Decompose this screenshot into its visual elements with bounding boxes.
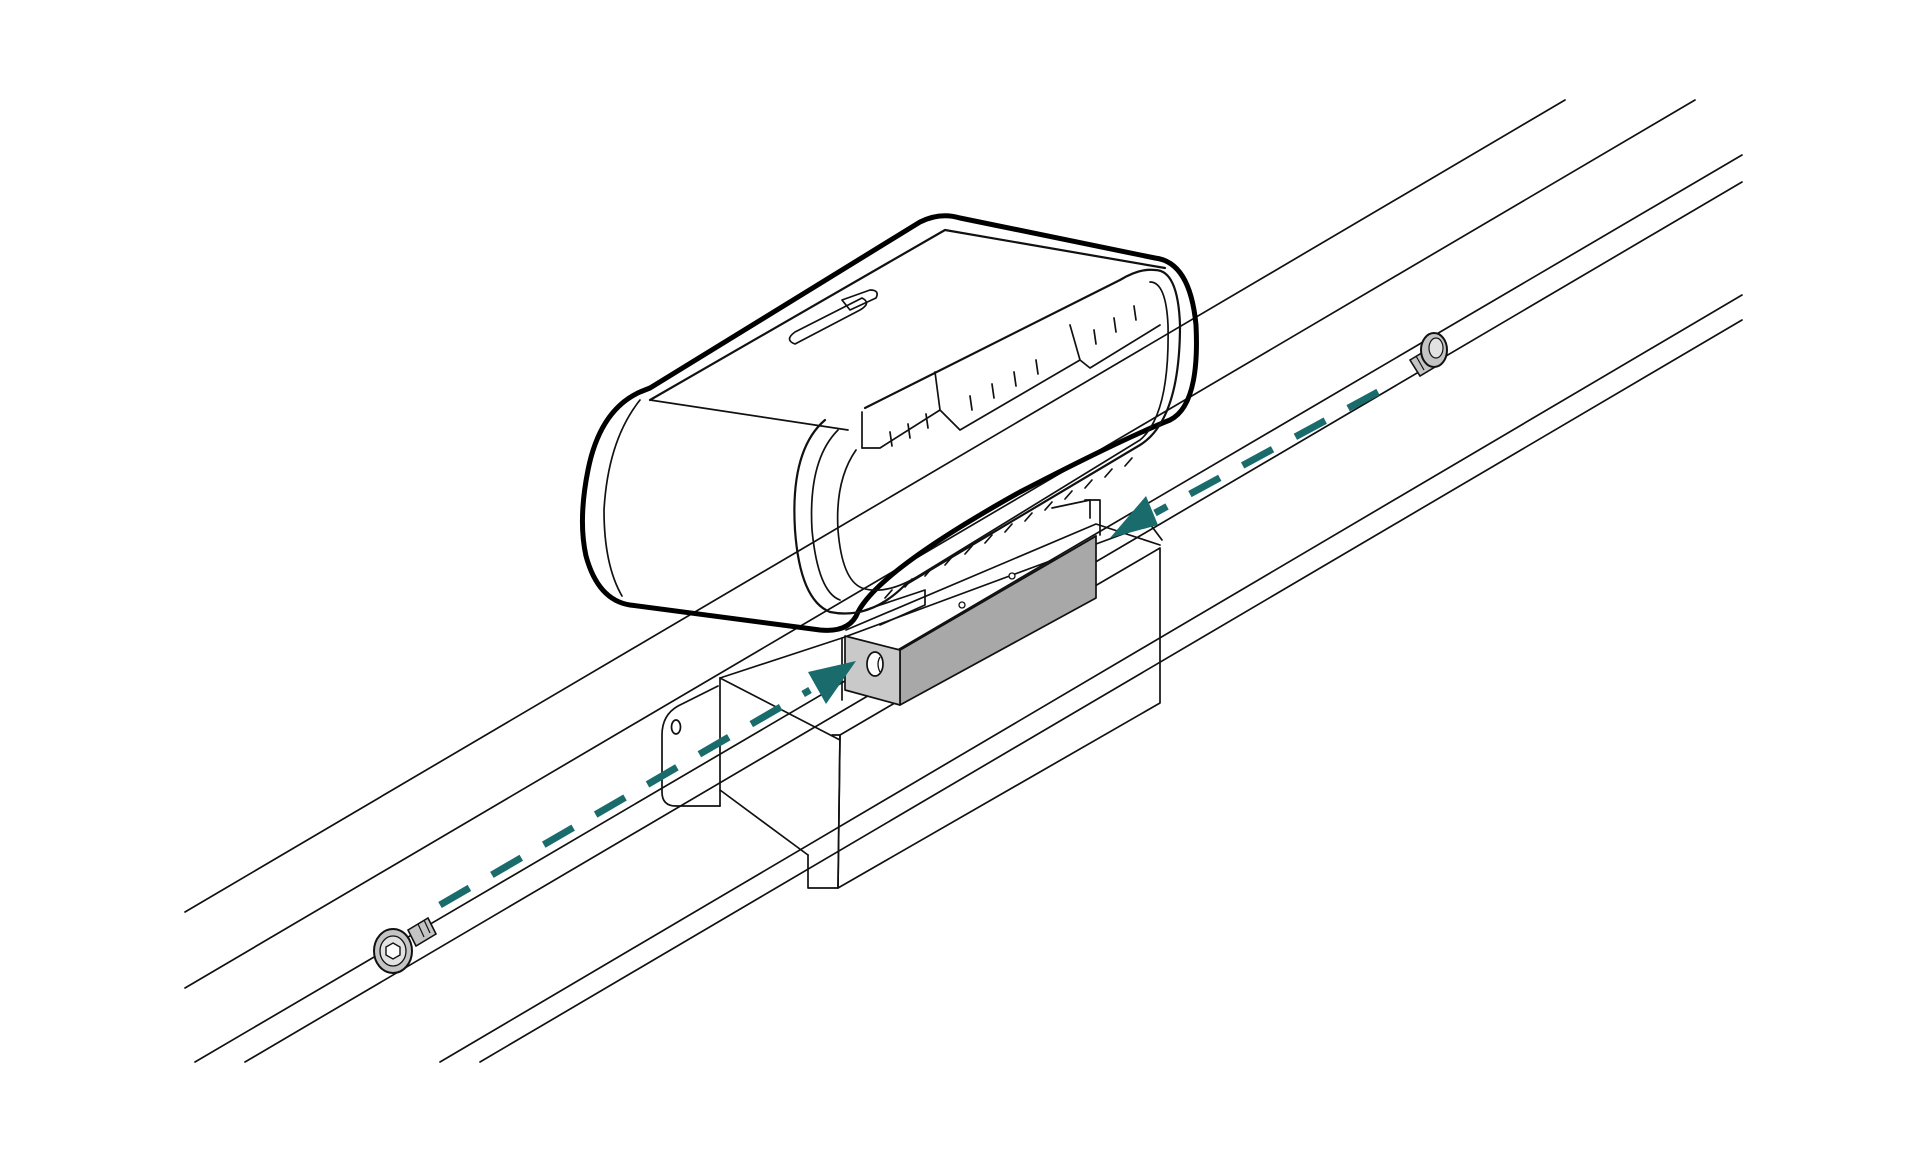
hex-socket-screw-icon	[1408, 332, 1448, 378]
insertion-arrow-left	[438, 661, 856, 909]
hex-socket-screw-icon	[373, 916, 438, 974]
insertion-arrow-right	[1110, 388, 1380, 538]
camera-unit	[579, 213, 1199, 633]
mounting-rail	[184, 99, 1743, 1063]
clamp-block	[844, 535, 1097, 706]
